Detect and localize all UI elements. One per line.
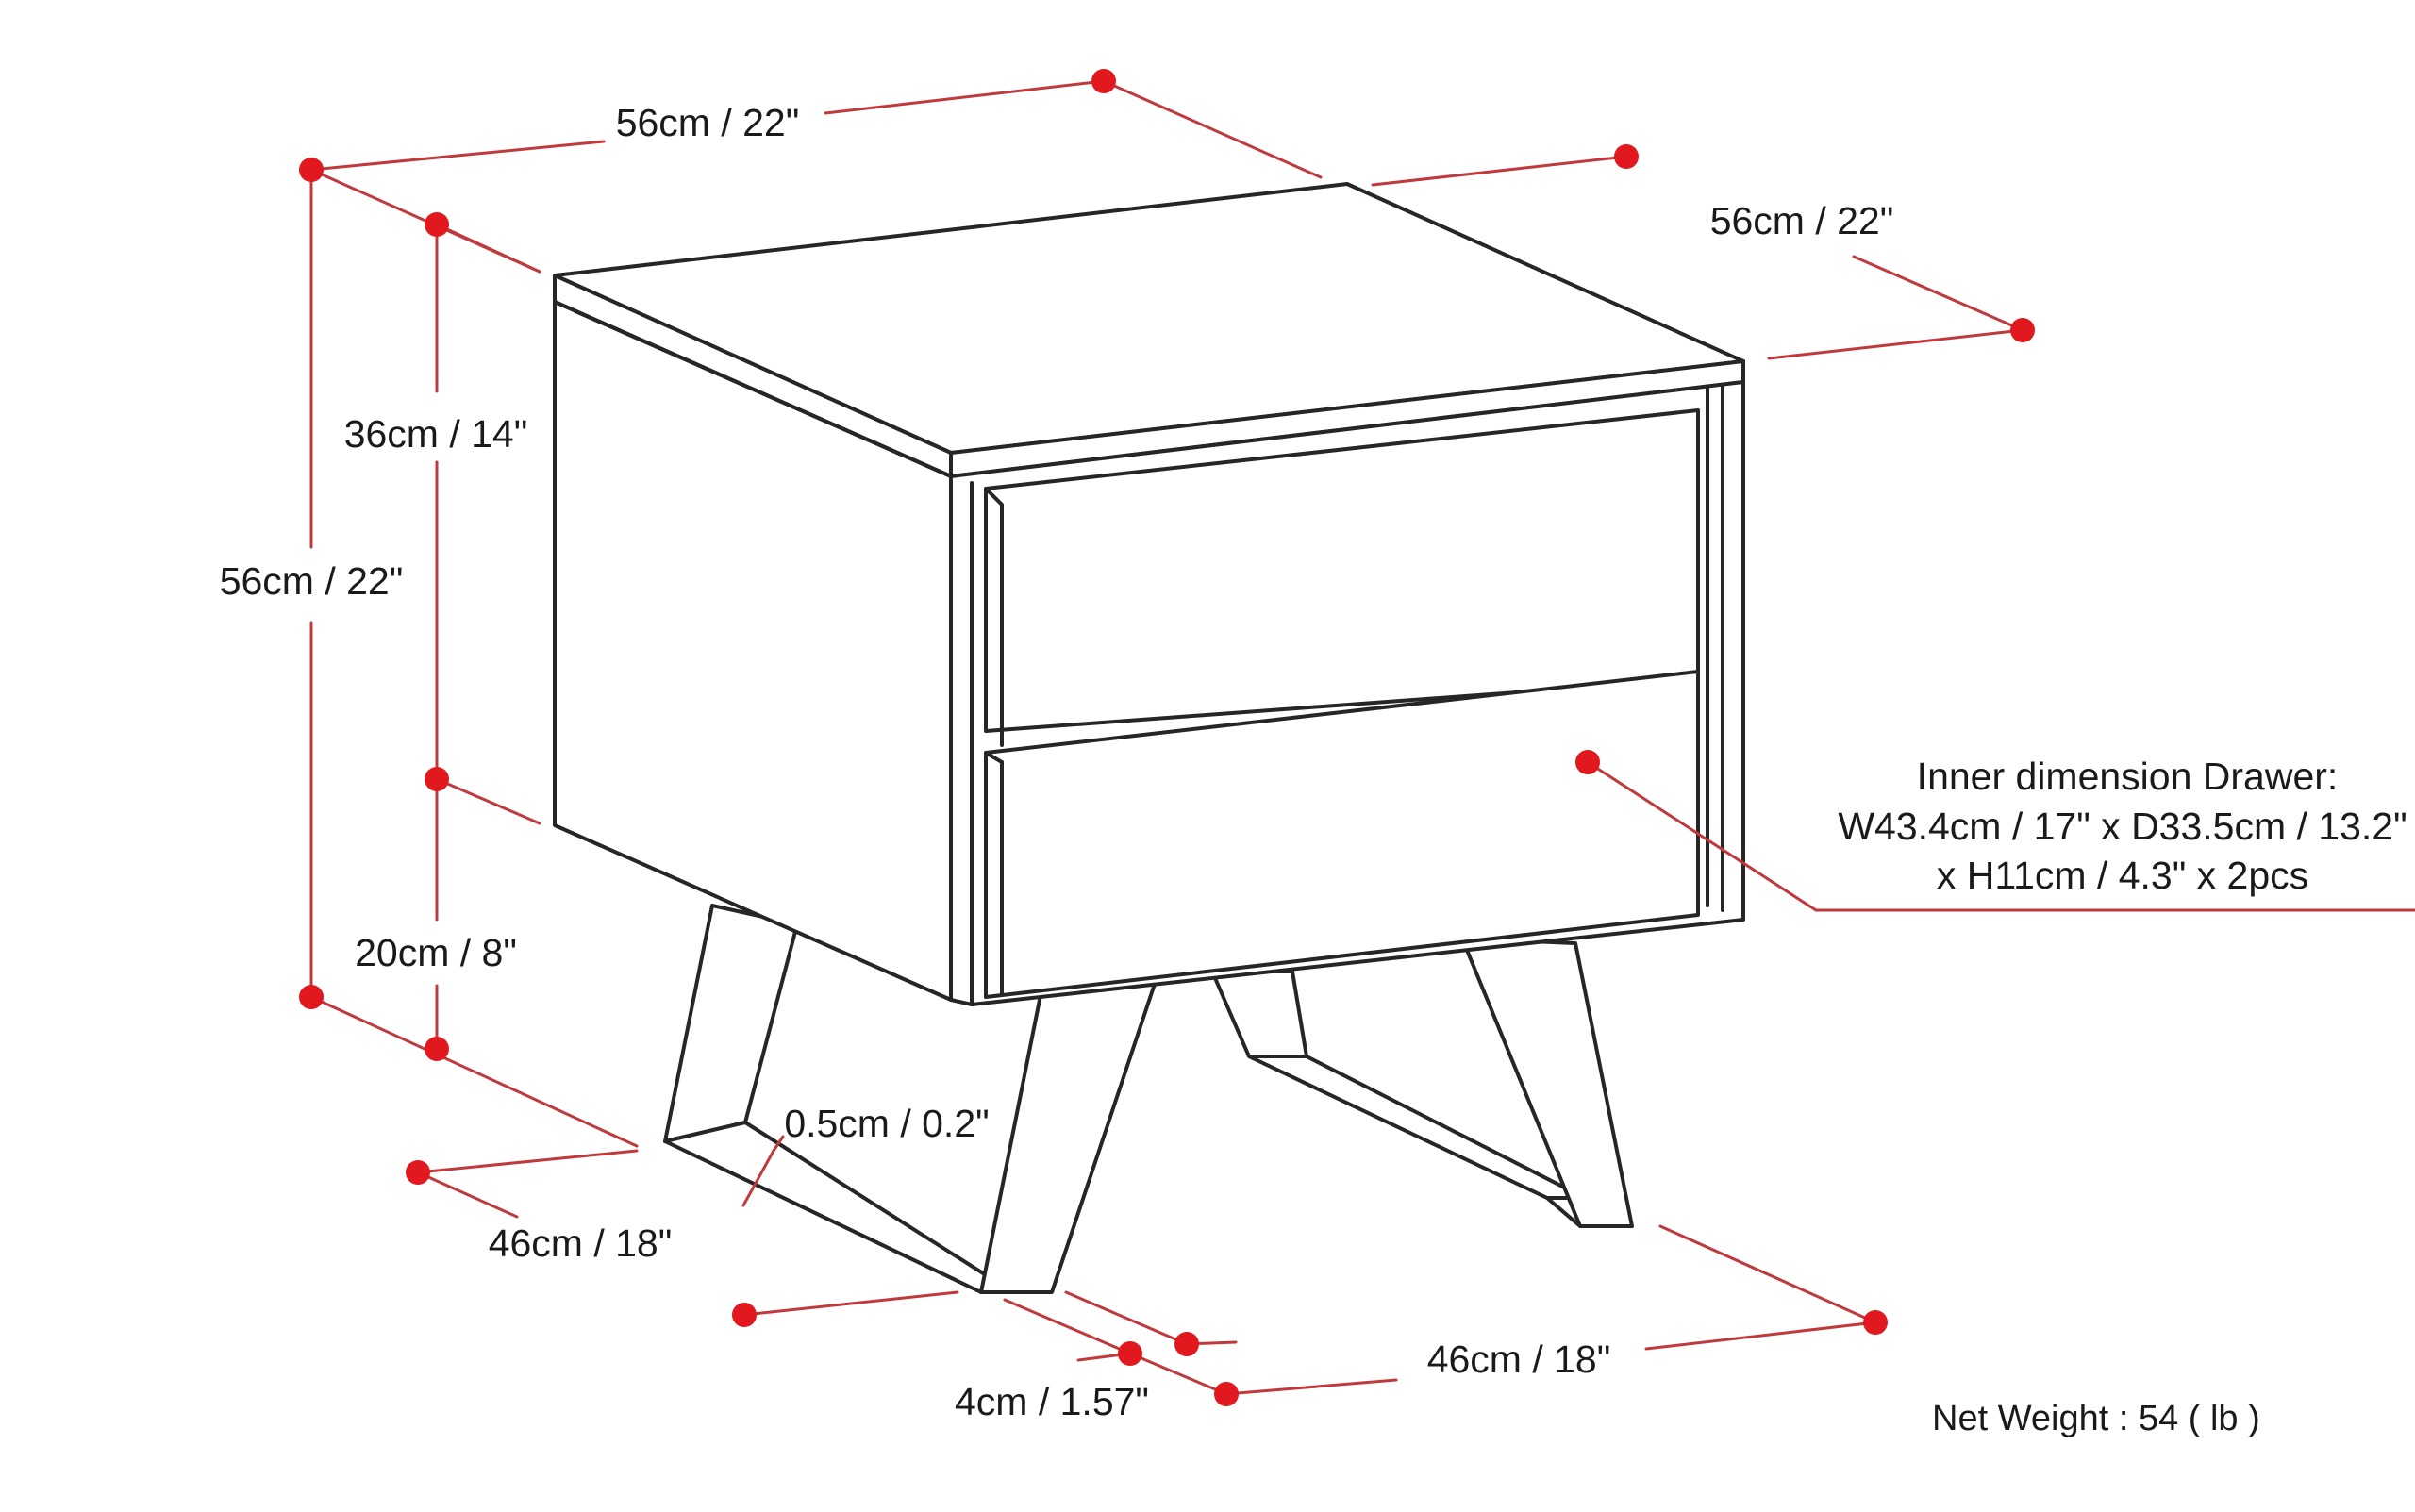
leg-thickness-label: 0.5cm / 0.2" (784, 1102, 989, 1145)
back-leg-frame (1210, 937, 1634, 1228)
leg-depth-label: 46cm / 18" (489, 1221, 673, 1265)
total-height-label: 56cm / 22" (220, 559, 404, 603)
leg-span-label: 46cm / 18" (1427, 1338, 1611, 1381)
leg-width-label: 4cm / 1.57" (955, 1380, 1149, 1423)
cabinet-height-label: 36cm / 14" (344, 412, 528, 456)
drawer-dimension-size: W43.4cm / 17" x D33.5cm / 13.2" (1838, 805, 2407, 848)
top-width-label: 56cm / 22" (616, 101, 800, 144)
drawer-dimension-count: x H11cm / 4.3" x 2pcs (1937, 854, 2308, 897)
nightstand (553, 182, 1745, 1294)
leg-height-label: 20cm / 8" (355, 931, 517, 974)
top-depth-label: 56cm / 22" (1710, 199, 1894, 242)
net-weight-label: Net Weight : 54 ( lb ) (1932, 1399, 2260, 1438)
drawer-dimension-title: Inner dimension Drawer: (1917, 755, 2339, 798)
dimension-labels: 56cm / 22" 56cm / 22" 36cm / 14" 56cm / … (220, 101, 2407, 1438)
dimension-dots (299, 69, 2035, 1406)
bottom-drawer-front (984, 670, 1700, 999)
